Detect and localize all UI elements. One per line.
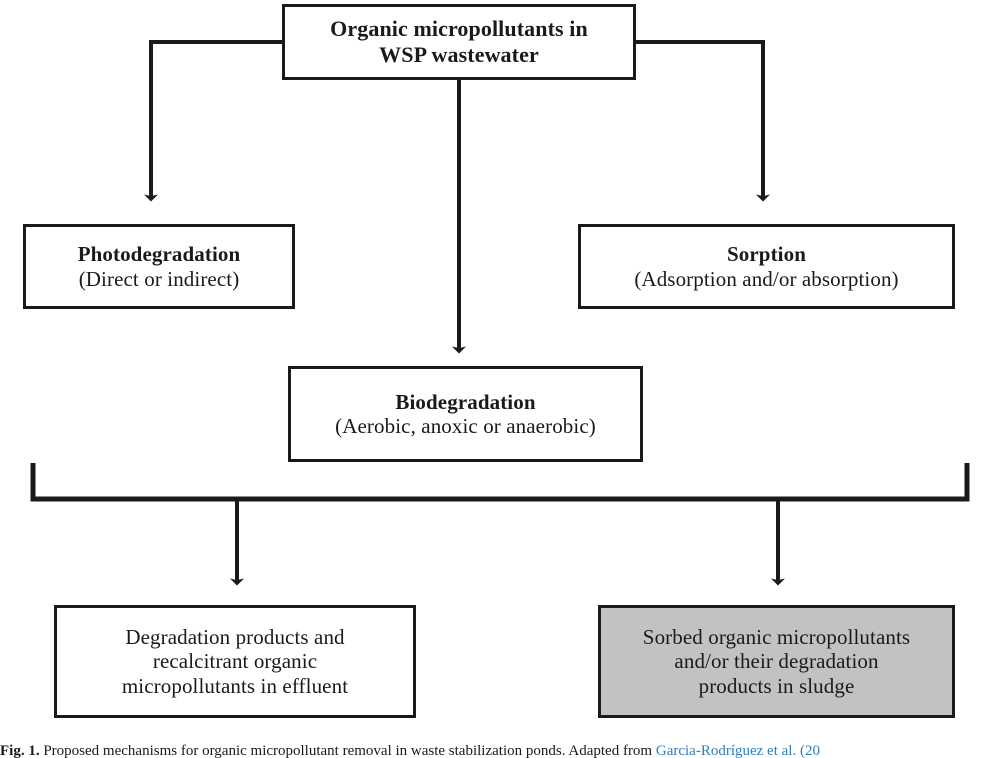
node-effluent-line-2: recalcitrant organic	[152, 649, 318, 674]
edge-source-to-photodegradation	[144, 40, 282, 202]
node-sorption[interactable]: Sorption (Adsorption and/or absorption)	[578, 224, 955, 309]
node-biodegradation[interactable]: Biodegradation (Aerobic, anoxic or anaer…	[288, 366, 643, 462]
node-source-title: Organic micropollutants in	[330, 16, 588, 42]
node-photodegradation-title: Photodegradation	[77, 242, 241, 267]
node-sorption-title: Sorption	[727, 242, 806, 267]
node-photodegradation-subtitle: (Direct or indirect)	[78, 266, 240, 291]
figure-caption-text: Proposed mechanisms for organic micropol…	[39, 743, 656, 758]
figure-caption: Fig. 1. Proposed mechanisms for organic …	[0, 742, 1004, 758]
node-biodegradation-subtitle: (Aerobic, anoxic or anaerobic)	[335, 414, 596, 438]
node-biodegradation-title: Biodegradation	[395, 389, 536, 414]
node-sludge-line-3: products in sludge	[698, 673, 855, 698]
figure-caption-citation-link[interactable]: Garcia-Rodríguez et al. (20	[655, 743, 820, 758]
node-effluent-products[interactable]: Degradation products and recalcitrant or…	[54, 605, 416, 718]
node-sludge-line-2: and/or their degradation	[674, 649, 879, 674]
node-source-subtitle: WSP wastewater	[379, 42, 539, 67]
figure-caption-label: Fig. 1.	[0, 743, 40, 758]
edge-source-to-sorption	[636, 40, 770, 202]
node-sorption-subtitle: (Adsorption and/or absorption)	[634, 266, 899, 291]
node-sludge-line-1: Sorbed organic micropollutants	[642, 624, 911, 649]
node-photodegradation[interactable]: Photodegradation (Direct or indirect)	[23, 224, 295, 309]
node-source-micropollutants[interactable]: Organic micropollutants in WSP wastewate…	[282, 4, 636, 80]
node-sludge-products[interactable]: Sorbed organic micropollutants and/or th…	[598, 605, 955, 718]
node-effluent-line-3: micropollutants in effluent	[121, 673, 349, 698]
collector-bracket	[30, 463, 970, 502]
node-effluent-line-1: Degradation products and	[125, 624, 345, 649]
